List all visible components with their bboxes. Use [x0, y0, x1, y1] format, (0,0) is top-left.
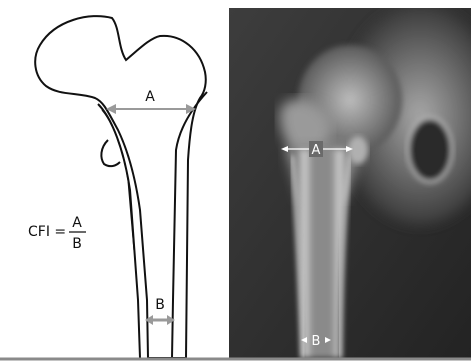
xray-label-b: B — [312, 334, 321, 349]
cfi-formula: CFI = A B — [28, 215, 86, 252]
obturator-foramen — [408, 118, 452, 182]
drawing-measure-b: B — [145, 297, 175, 325]
drawing-label-b: B — [155, 297, 165, 313]
formula-denominator: B — [72, 236, 82, 252]
lesser-trochanter — [101, 140, 120, 166]
lesser-trochanter-shadow — [348, 136, 368, 164]
femur-drawing: A B CFI = A B — [28, 16, 207, 358]
canal-right-wall — [172, 92, 207, 358]
radiograph: A B — [229, 5, 471, 358]
formula-lhs: CFI = — [28, 224, 66, 240]
xray-label-a: A — [312, 143, 321, 158]
femur-outer-outline — [35, 16, 206, 358]
drawing-label-a: A — [145, 89, 155, 105]
drawing-measure-a: A — [106, 89, 196, 114]
formula-numerator: A — [72, 215, 82, 231]
